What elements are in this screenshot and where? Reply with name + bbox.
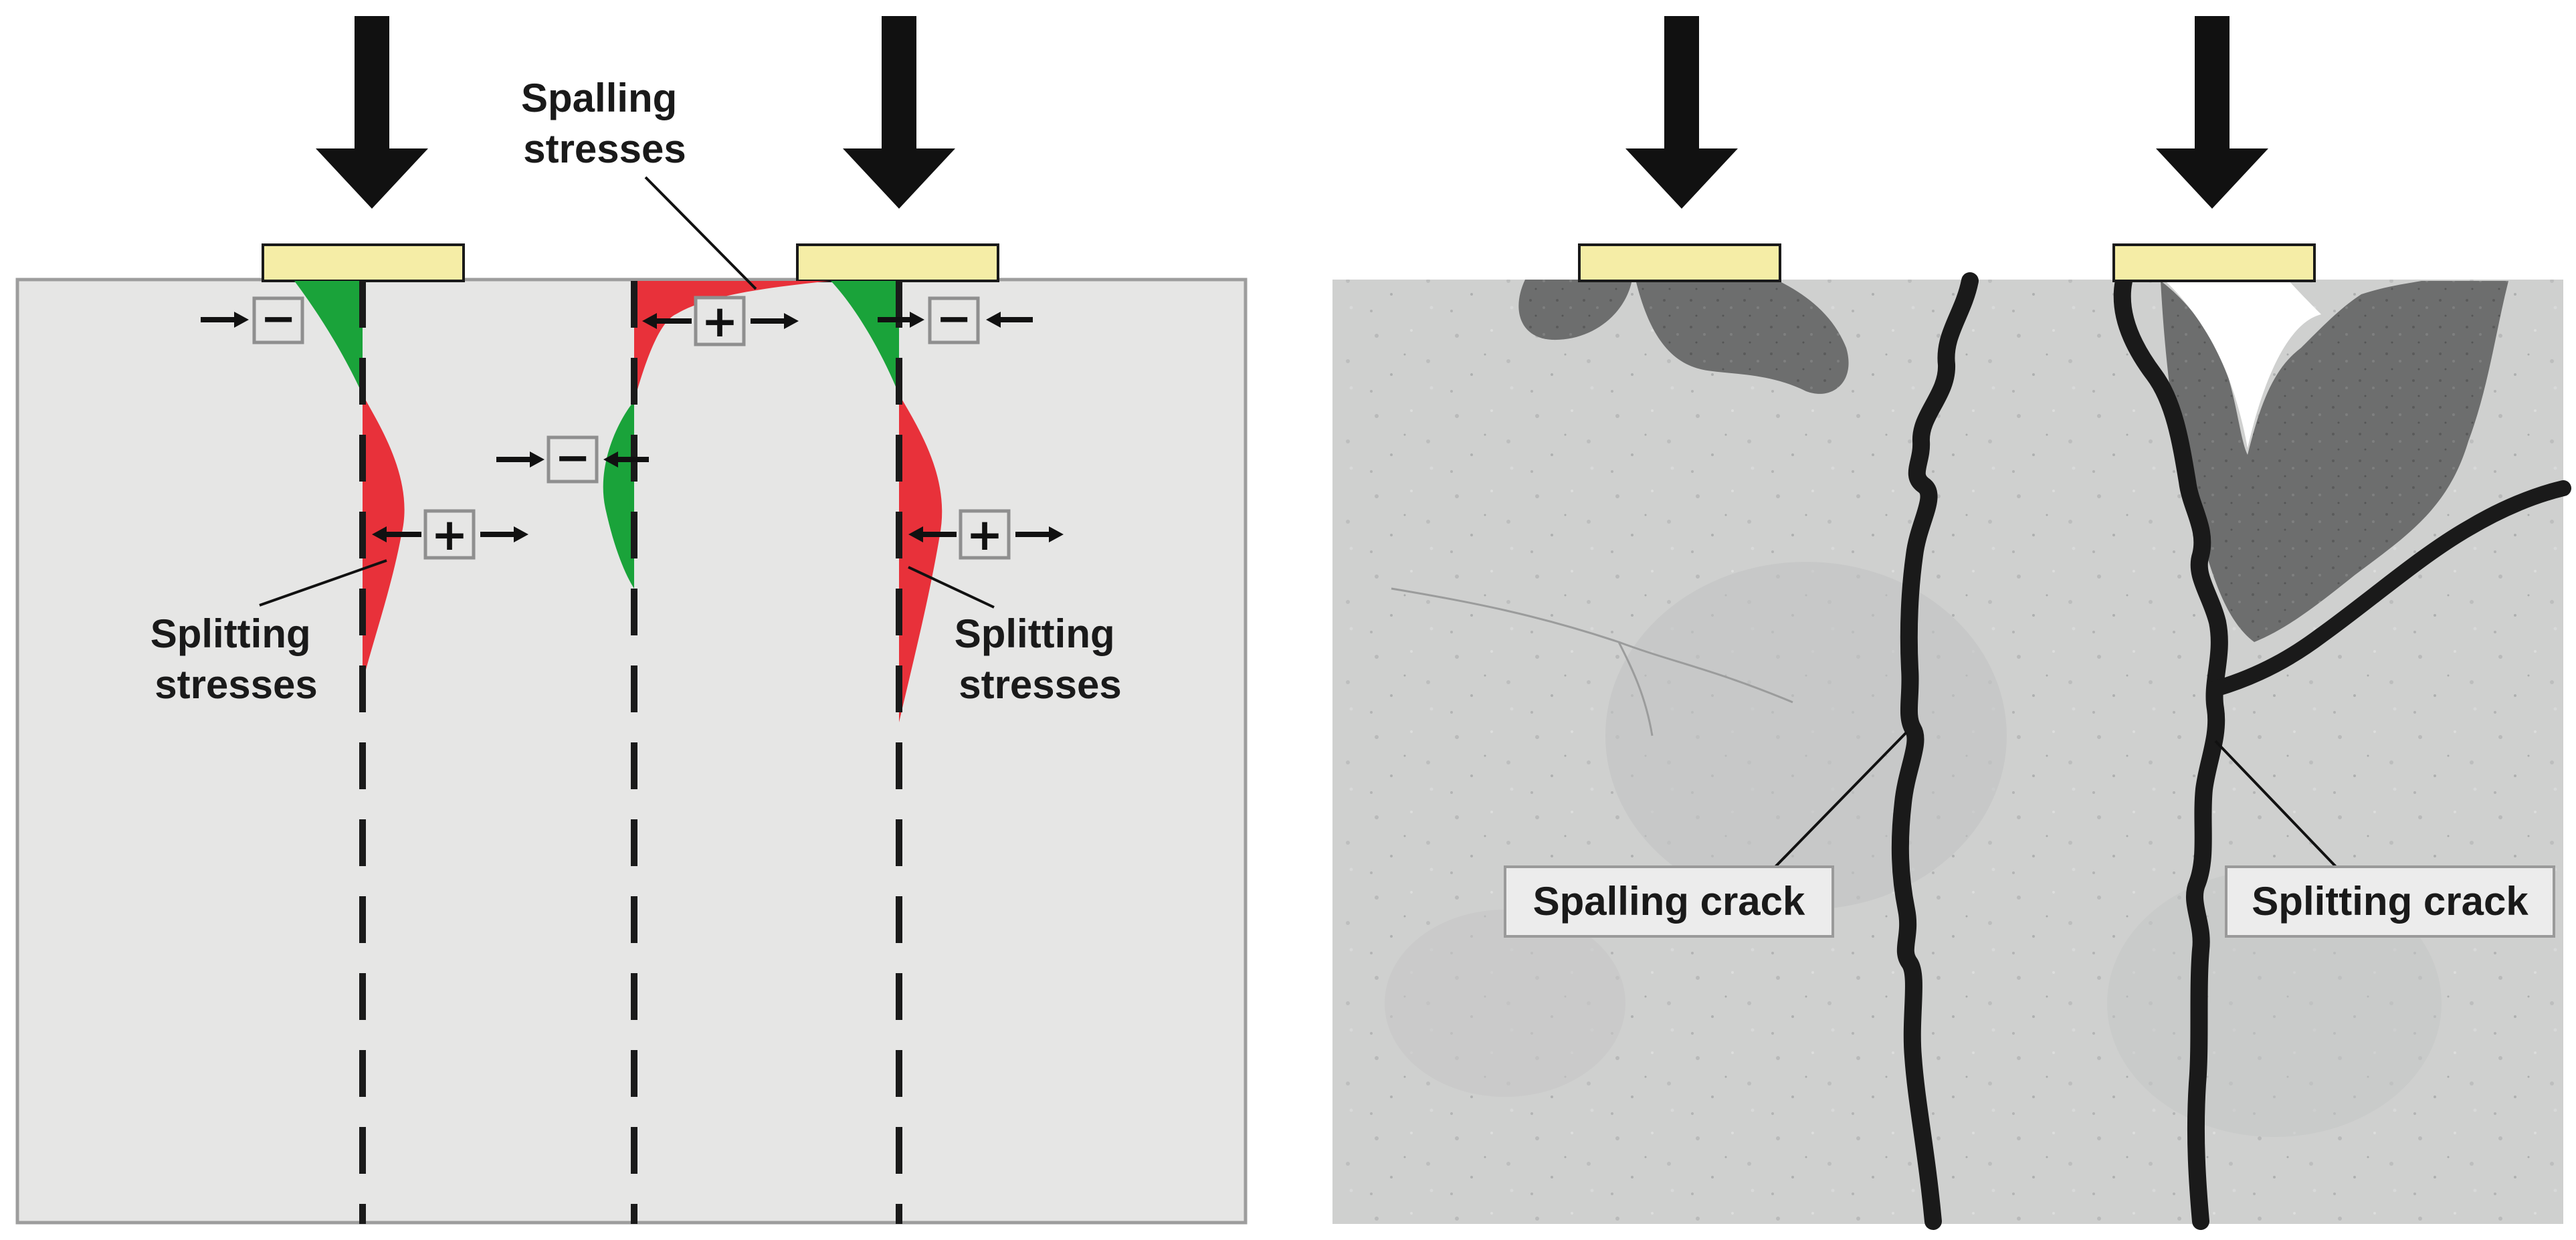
splitting-crack-label: Splitting crack <box>2252 879 2529 924</box>
down-arrow-icon <box>843 16 955 209</box>
compression-stress-zone <box>603 401 634 589</box>
spalled-zone <box>1636 280 1849 394</box>
tension-sign: + <box>908 509 1064 560</box>
tension-stress-zone <box>899 395 943 722</box>
minus-sign-icon: − <box>936 294 972 344</box>
right-arrow-icon <box>496 451 544 468</box>
plus-sign-icon: + <box>966 509 1003 560</box>
down-arrow-icon <box>1625 16 1738 209</box>
splitting-stresses-label: Splitting stresses <box>955 611 1126 707</box>
leader-line <box>908 566 995 609</box>
bearing-plate <box>262 243 465 282</box>
leader-line <box>644 176 757 290</box>
plus-sign-icon: + <box>701 296 738 347</box>
spalling-crack-label: Spalling crack <box>1533 879 1805 924</box>
right-arrow-icon <box>480 526 528 542</box>
down-arrow-icon <box>316 16 428 209</box>
spalling-crack-line <box>1891 272 1979 1230</box>
bearing-plate <box>1578 243 1781 282</box>
compression-sign: − <box>201 294 304 344</box>
right-panel: Spalling crack Splitting crack <box>1332 16 2571 1230</box>
compression-stress-zone <box>294 281 363 395</box>
spall-void <box>2164 280 2321 448</box>
plus-sign-icon: + <box>431 509 468 560</box>
bearing-plate <box>796 243 999 282</box>
tension-sign: + <box>372 509 528 560</box>
spalled-zone <box>2161 281 2508 642</box>
compression-sign: − <box>496 433 649 484</box>
tension-stress-zone <box>634 281 829 401</box>
down-arrow-icon <box>2156 16 2268 209</box>
left-arrow-icon <box>642 313 692 329</box>
right-arrow-icon <box>1015 526 1064 542</box>
right-arrow-icon <box>201 312 249 328</box>
bearing-plate <box>2112 243 2316 282</box>
left-panel: − + + <box>15 16 1248 1225</box>
left-arrow-icon <box>908 526 957 542</box>
right-arrow-icon <box>878 312 924 328</box>
minus-sign-icon: − <box>260 294 296 344</box>
splitting-crack-line <box>2113 272 2228 1230</box>
compression-stress-zone <box>831 281 899 395</box>
branch-crack-line <box>2207 480 2571 697</box>
spalling-stresses-label: Spalling stresses <box>521 76 688 171</box>
left-arrow-icon <box>372 526 421 542</box>
splitting-crack-callout <box>2225 865 2555 938</box>
spalling-crack-callout <box>1504 865 1834 938</box>
leader-line <box>1771 731 1908 871</box>
compression-sign: − <box>878 294 1033 344</box>
splitting-stresses-label: Splitting stresses <box>151 611 322 707</box>
leader-line <box>259 559 387 607</box>
minus-sign-icon: − <box>555 433 591 483</box>
left-arrow-icon <box>986 312 1033 328</box>
leader-line <box>2214 740 2341 872</box>
spalled-zone <box>1518 280 1632 340</box>
tension-sign: + <box>642 296 799 347</box>
left-arrow-icon <box>603 451 649 468</box>
right-arrow-icon <box>751 313 799 329</box>
